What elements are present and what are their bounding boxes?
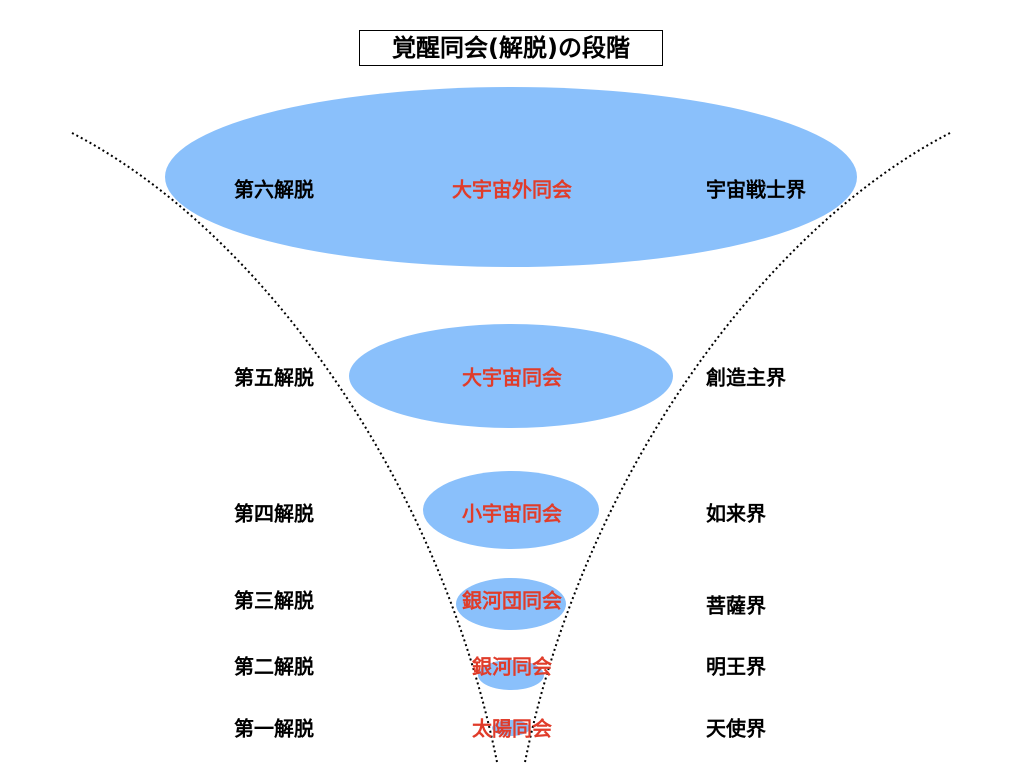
stage-label: 第三解脱 <box>234 588 314 613</box>
diagram-title: 覚醒同会(解脱)の段階 <box>359 30 663 66</box>
level-3-ellipse <box>456 578 566 630</box>
stage-label: 第一解脱 <box>234 716 314 741</box>
realm-label: 天使界 <box>706 716 766 741</box>
funnel-left-curve <box>71 132 498 763</box>
level-5-ellipse <box>349 324 673 428</box>
assembly-label: 銀河同会 <box>472 654 552 679</box>
level-4-ellipse <box>423 471 599 549</box>
level-1-ellipse <box>492 720 530 736</box>
realm-label: 宇宙戦士界 <box>706 177 806 202</box>
realm-label: 明王界 <box>706 654 766 679</box>
stage-label: 第四解脱 <box>234 501 314 526</box>
funnel-right-curve <box>524 132 951 763</box>
level-2-ellipse <box>478 660 544 690</box>
realm-label: 如来界 <box>706 501 766 526</box>
assembly-label: 大宇宙外同会 <box>452 177 572 202</box>
assembly-label: 太陽同会 <box>472 716 552 741</box>
realm-label: 創造主界 <box>706 365 786 390</box>
assembly-label: 大宇宙同会 <box>462 365 562 390</box>
level-6-ellipse <box>165 87 857 267</box>
stage-label: 第五解脱 <box>234 365 314 390</box>
assembly-label: 銀河団同会 <box>462 588 562 613</box>
realm-label: 菩薩界 <box>706 593 766 618</box>
assembly-label: 小宇宙同会 <box>462 501 562 526</box>
stage-label: 第二解脱 <box>234 654 314 679</box>
stage-label: 第六解脱 <box>234 177 314 202</box>
